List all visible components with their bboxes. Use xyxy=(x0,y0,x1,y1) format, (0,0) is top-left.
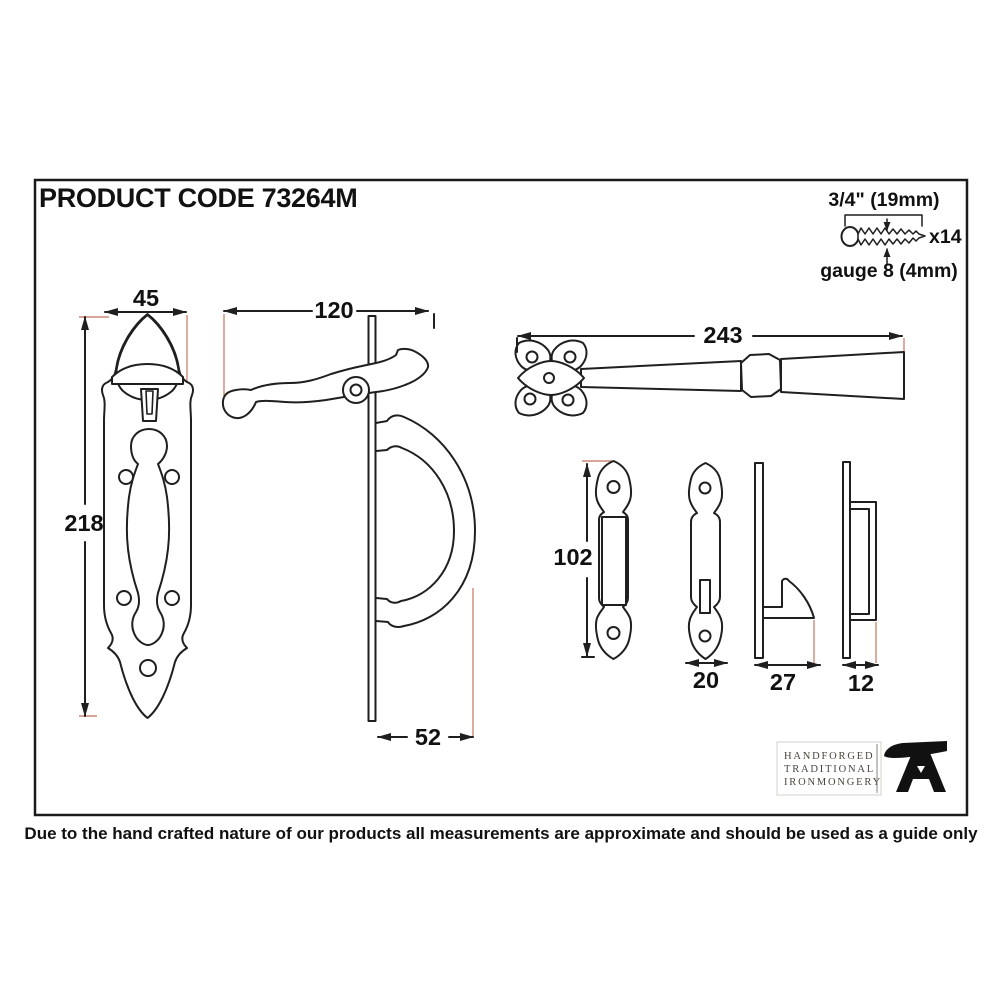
screw-gauge-label: gauge 8 (4mm) xyxy=(820,260,958,282)
keep-aperture xyxy=(601,516,627,606)
dim-27-label: 27 xyxy=(770,669,796,695)
brand-logo: HANDFORGED TRADITIONAL IRONMONGERY xyxy=(776,741,947,796)
thumb-lever xyxy=(221,347,430,420)
bar-paddle xyxy=(780,351,905,400)
dim-52-label: 52 xyxy=(415,724,441,750)
dimension-lines xyxy=(81,307,903,741)
bar-shaft xyxy=(580,360,742,392)
dim-102-label: 102 xyxy=(553,544,592,570)
pull-handle-front-drawing xyxy=(101,313,194,719)
screw-thread xyxy=(857,227,926,246)
bar-knuckle xyxy=(740,353,782,398)
logo-line-1: HANDFORGED xyxy=(784,751,874,762)
dim-120-label: 120 xyxy=(314,297,353,323)
screw-length-label: 3/4" (19mm) xyxy=(828,189,939,211)
handle-bow-inner xyxy=(375,445,455,604)
screw-head xyxy=(840,226,860,247)
grip-handle xyxy=(125,428,171,646)
lifter-slot xyxy=(140,388,159,422)
keep-front-drawing xyxy=(594,460,633,660)
keep-plate-drawing xyxy=(687,462,724,660)
disclaimer-text: Due to the hand crafted nature of our pr… xyxy=(24,824,978,843)
latch-wedge xyxy=(762,577,815,619)
lifter-tongue xyxy=(145,390,154,415)
screw-holes xyxy=(116,469,180,677)
pivot-hole xyxy=(349,383,363,397)
thumb-lifter-bar xyxy=(111,363,184,385)
latch-bar-drawing xyxy=(514,339,905,417)
slot xyxy=(699,579,711,614)
staple-bracket-outer xyxy=(849,501,877,621)
anvil-logo-icon xyxy=(884,741,947,792)
handle-bow-outer xyxy=(375,414,476,628)
staple-bracket-inner xyxy=(849,508,870,615)
screw-drawing xyxy=(840,214,926,265)
brand-logo-text: HANDFORGED TRADITIONAL IRONMONGERY xyxy=(784,751,882,788)
pivot-plate-holes xyxy=(523,350,577,407)
screw-quantity-label: x14 xyxy=(929,226,962,248)
dim-12-label: 12 xyxy=(848,670,874,696)
plate-edge xyxy=(367,315,377,722)
dim-45-label: 45 xyxy=(133,285,159,311)
screw-length-bracket xyxy=(844,214,923,227)
dim-218-label: 218 xyxy=(64,510,103,536)
product-code-title: PRODUCT CODE 73264M xyxy=(39,183,357,213)
logo-line-2: TRADITIONAL xyxy=(784,764,875,775)
top-boss xyxy=(115,314,180,401)
staple-side-drawing xyxy=(842,461,877,659)
latch-side-profile-drawing xyxy=(221,315,476,722)
dim-243-label: 243 xyxy=(703,322,742,348)
dim-20-label: 20 xyxy=(693,667,719,693)
logo-line-3: IRONMONGERY xyxy=(784,777,882,788)
sheet-frame xyxy=(33,178,969,817)
keep-side-drawing xyxy=(754,462,815,659)
extension-lines xyxy=(79,314,905,736)
